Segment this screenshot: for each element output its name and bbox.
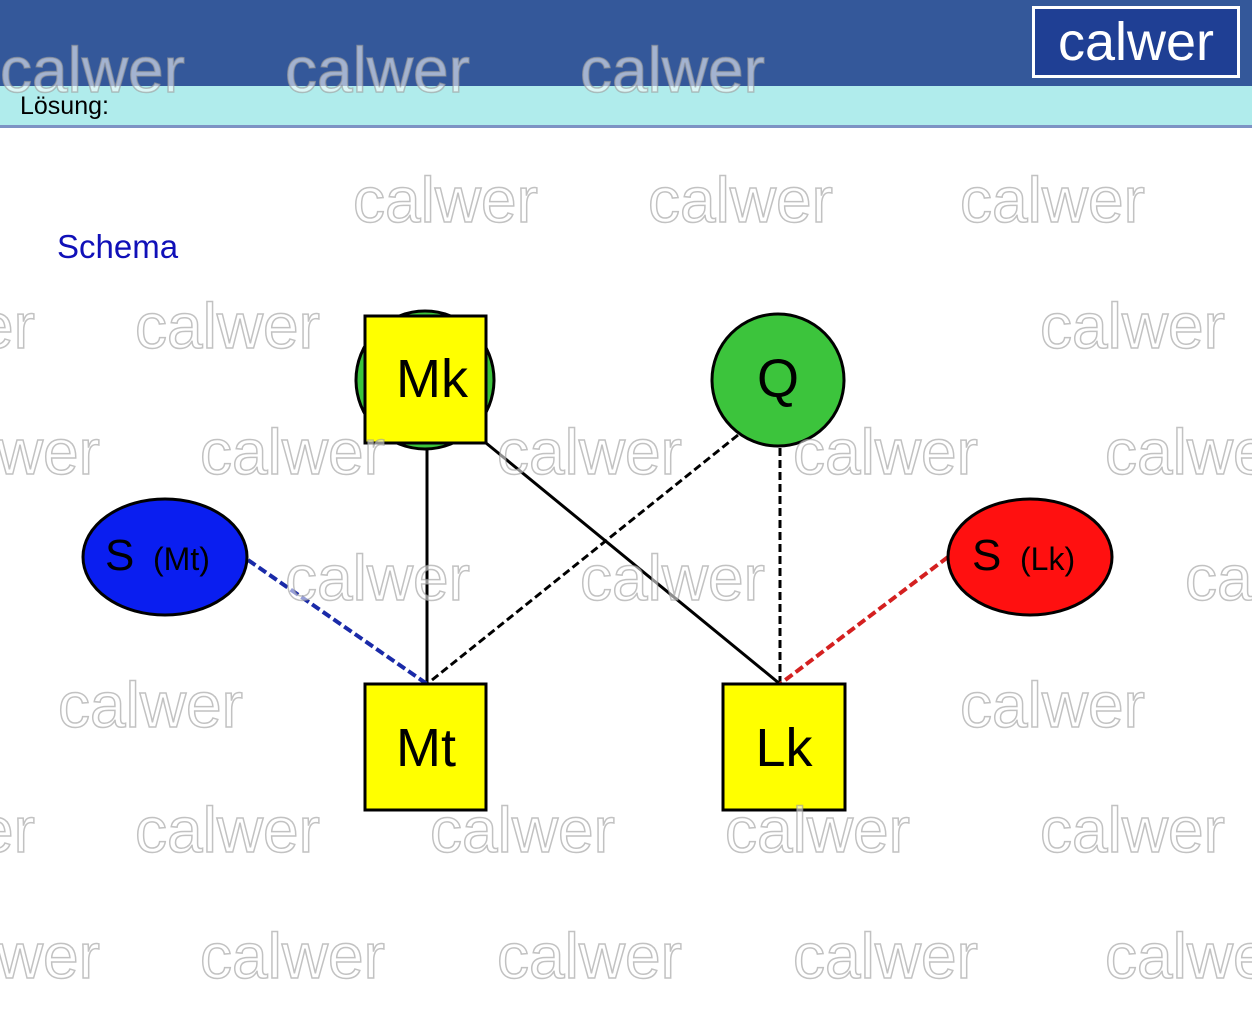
watermark-text: calwer xyxy=(580,542,765,614)
node-q: Q xyxy=(710,312,846,448)
watermark-text: calwer xyxy=(353,164,538,236)
solution-title: Lösung: xyxy=(20,92,109,120)
watermark-text: calwer xyxy=(200,416,385,488)
watermark-text: calwer xyxy=(497,416,682,488)
watermark-text: calwer xyxy=(580,34,765,106)
watermark-text: calwer xyxy=(285,34,470,106)
node-s-mt-label: S xyxy=(105,531,134,580)
node-q-label: Q xyxy=(757,349,799,409)
node-mt-label: Mt xyxy=(396,718,456,778)
edge-mk-lk xyxy=(485,441,781,686)
calwer-logo: calwer xyxy=(1032,6,1240,78)
watermark-text: calwer xyxy=(1185,542,1252,614)
node-lk-label: Lk xyxy=(755,718,813,778)
watermark-text: calwer xyxy=(0,290,35,362)
watermark-text: calwer xyxy=(1040,290,1225,362)
watermark-text: calwer xyxy=(1105,920,1252,992)
watermark-text: calwer xyxy=(497,920,682,992)
edge-q-mt xyxy=(426,433,739,686)
node-mt: Mt xyxy=(363,682,488,812)
node-s-lk-sub: (Lk) xyxy=(1020,541,1075,577)
watermark-text: calwer xyxy=(58,669,243,741)
watermark-text: calwer xyxy=(0,920,100,992)
watermark-text: calwer xyxy=(960,164,1145,236)
watermark-text: calwer xyxy=(960,669,1145,741)
watermark-text: calwer xyxy=(0,34,185,106)
node-s-mt: S (Mt) xyxy=(81,497,249,617)
node-lk: Lk xyxy=(721,682,847,812)
node-s-lk: S (Lk) xyxy=(946,497,1114,617)
watermark-text: calwer xyxy=(793,920,978,992)
node-s-mt-sub: (Mt) xyxy=(153,541,210,577)
watermark-text: calwer xyxy=(430,794,615,866)
edge-slk-lk xyxy=(778,555,950,686)
watermark-text: calwer xyxy=(1105,416,1252,488)
watermark-text: calwer xyxy=(793,416,978,488)
watermark-text: calwer xyxy=(135,794,320,866)
watermark-layer: calwer calwer calwer calwer calwer calwer calw… xyxy=(0,33,1252,993)
watermark-text: calwer xyxy=(200,920,385,992)
node-mk-label: Mk xyxy=(396,349,469,409)
watermark-text: calwer xyxy=(285,542,470,614)
watermark-text: calwer xyxy=(725,794,910,866)
watermark-text: calwer xyxy=(1040,794,1225,866)
watermark-text: calwer xyxy=(0,416,100,488)
watermark-text: calwer xyxy=(0,794,35,866)
edge-smt-mt xyxy=(246,558,429,686)
node-s-lk-label: S xyxy=(972,531,1001,580)
node-mk: Mk xyxy=(354,309,496,451)
watermark-text: calwer xyxy=(648,164,833,236)
watermark-text: calwer xyxy=(135,290,320,362)
title-band: Lösung: xyxy=(0,86,1252,128)
schema-subtitle: Schema xyxy=(57,228,179,265)
